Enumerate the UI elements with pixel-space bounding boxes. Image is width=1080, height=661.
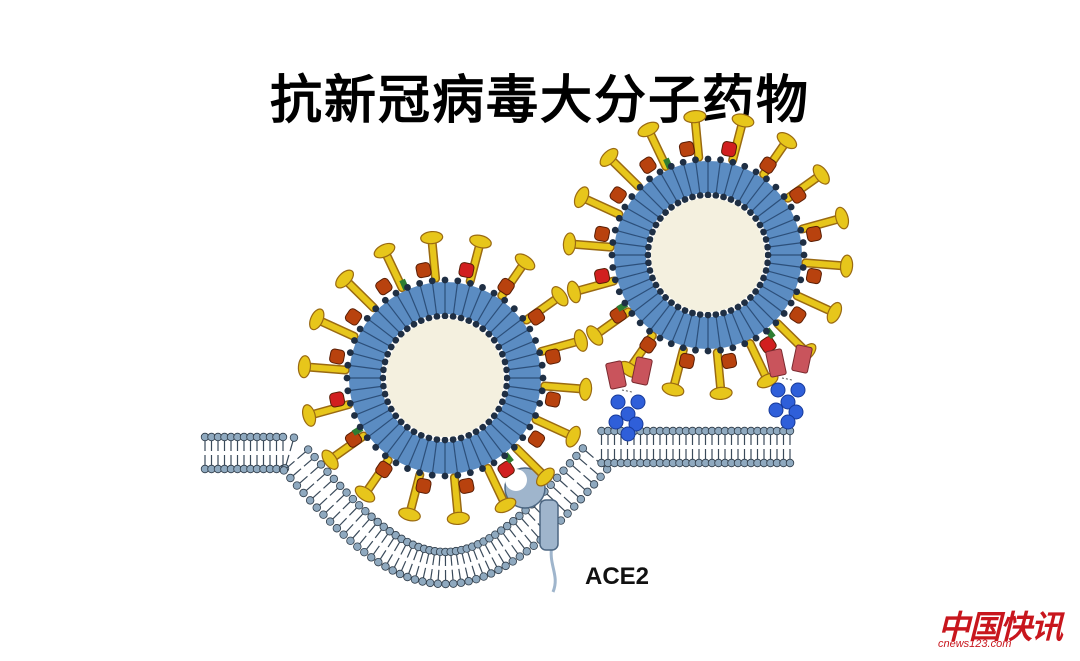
logo-text: 中国快讯 [938,608,1063,646]
page-title: 抗新冠病毒大分子药物 [269,71,810,131]
coronavirus-particle-right [562,109,854,401]
logo-url: cnews123.com [938,638,1012,650]
ace2-label: ACE2 [585,563,650,590]
coronavirus-particle-left [297,230,593,526]
antibody-icon-right [765,344,813,430]
logo: 中国快讯 cnews123.com [938,600,1068,655]
antibody-icon-left [605,356,653,442]
